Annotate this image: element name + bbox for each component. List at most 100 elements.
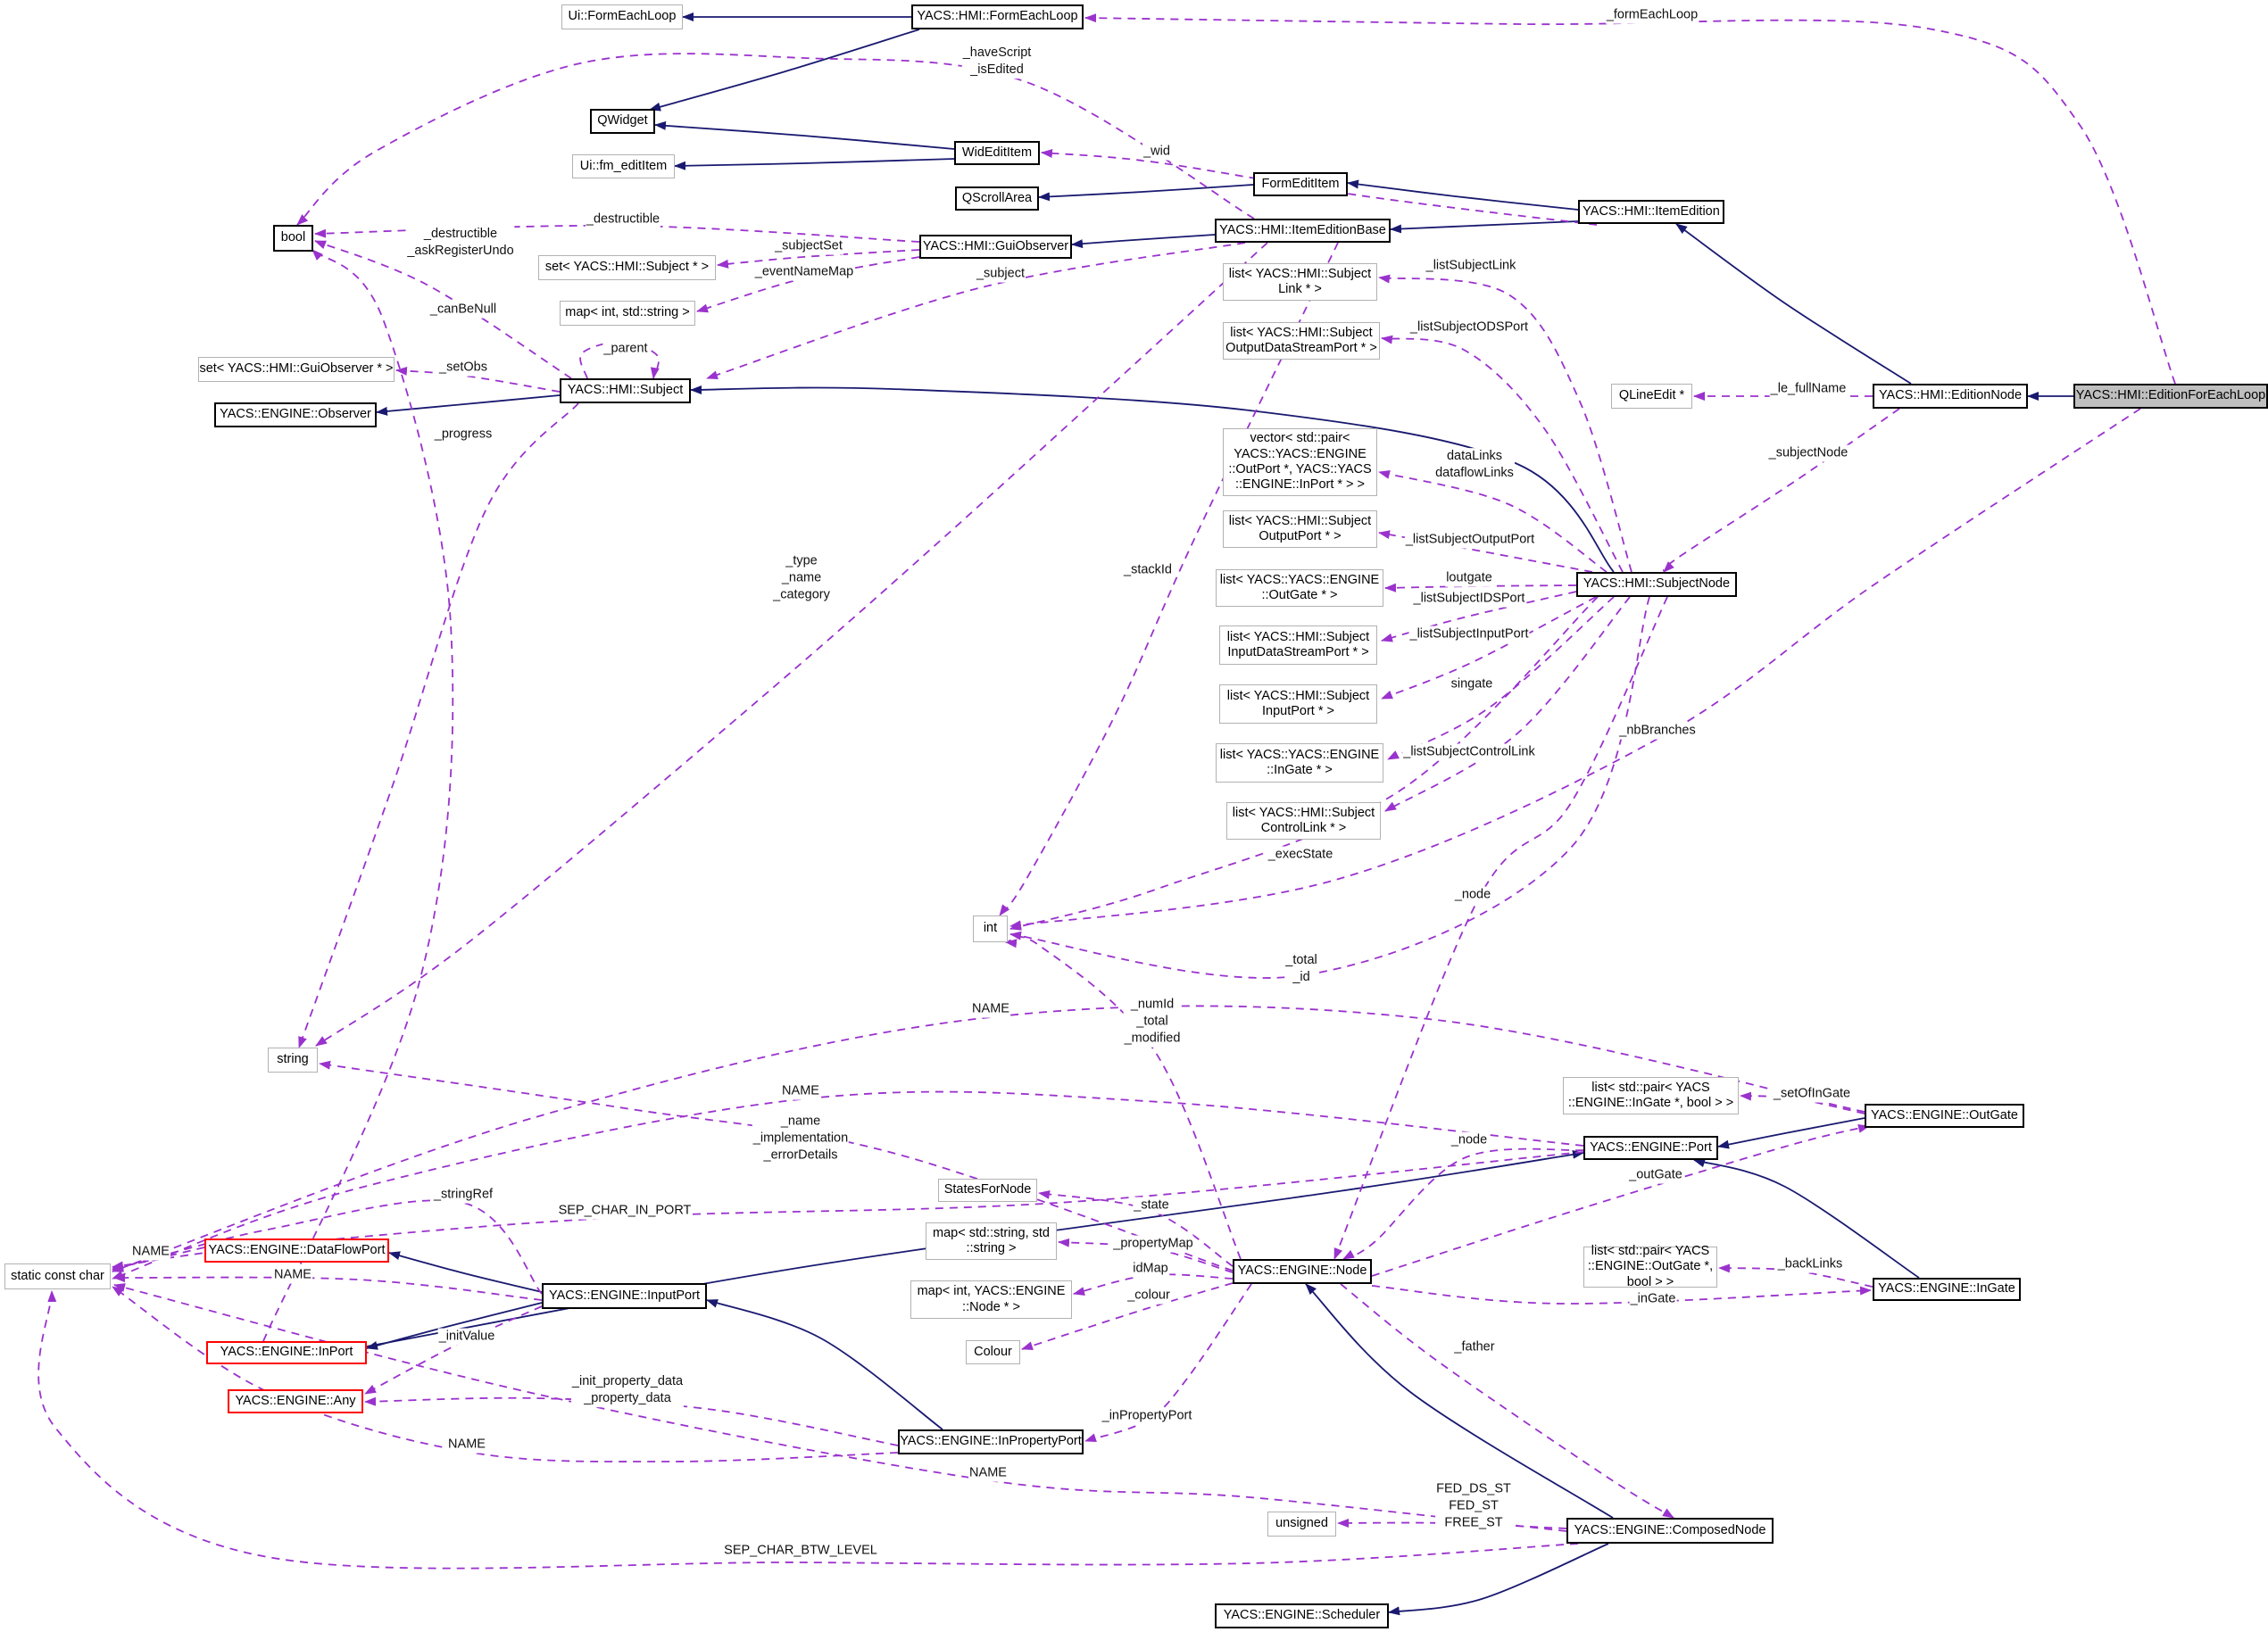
edge-subjectnode-to-list_subjectodsport: [1381, 335, 1624, 573]
edge-itemeditionbase-to-string_box: [315, 242, 1268, 1047]
edge-composednode-to-scheduler: [1388, 1543, 1609, 1616]
edge-ingate-to-list_pair_outgate: [1718, 1263, 1873, 1288]
edge-label-backlinks: _backLinks: [1776, 1255, 1844, 1273]
class-box-string_box: string: [268, 1048, 318, 1073]
class-box-set_subject: set< YACS::HMI::Subject * >: [538, 255, 716, 280]
class-box-ingate[interactable]: YACS::ENGINE::InGate: [1873, 1278, 2021, 1301]
edge-label-havescript-isedited: _haveScript _isEdited: [961, 45, 1033, 79]
edge-label-listsubjectoutputport: _listSubjectOutputPort: [1404, 531, 1536, 549]
class-box-bool[interactable]: bool: [273, 225, 313, 252]
edge-label-name: NAME: [131, 1243, 170, 1261]
edge-inpropertyport-to-static_const_char: [112, 1286, 899, 1462]
class-box-qscrollarea[interactable]: QScrollArea: [955, 186, 1039, 211]
class-box-widedititem[interactable]: WidEditItem: [954, 141, 1040, 165]
edge-label-ingate: _inGate: [1629, 1290, 1677, 1308]
class-box-observer[interactable]: YACS::ENGINE::Observer: [214, 402, 377, 427]
edge-subject-to-bool: [314, 240, 572, 379]
class-box-editionforeachloop: YACS::HMI::EditionForEachLoop: [2073, 384, 2268, 409]
edge-node-to-string_box: [319, 1060, 1234, 1272]
edge-composednode-to-static_const_char: [37, 1290, 1579, 1570]
edge-node-to-statesfornode: [1038, 1189, 1234, 1267]
class-box-colour: Colour: [966, 1340, 1020, 1364]
edge-label-inpropertyport: _inPropertyPort: [1101, 1407, 1193, 1425]
class-box-inpropertyport[interactable]: YACS::ENGINE::InPropertyPort: [898, 1429, 1084, 1454]
class-box-editionnode[interactable]: YACS::HMI::EditionNode: [1873, 384, 2028, 409]
class-box-itemedition[interactable]: YACS::HMI::ItemEdition: [1578, 200, 1724, 224]
class-box-hmi_formeachloop[interactable]: YACS::HMI::FormEachLoop: [911, 4, 1084, 29]
edge-label-listsubjectinputport: _listSubjectInputPort: [1408, 625, 1530, 643]
class-box-guiobserver[interactable]: YACS::HMI::GuiObserver: [919, 235, 1072, 259]
edge-label-wid: _wid: [1142, 143, 1171, 161]
edge-node-to-map_string_string: [1058, 1238, 1234, 1273]
edge-node-to-inpropertyport: [1084, 1283, 1252, 1442]
class-box-inputport[interactable]: YACS::ENGINE::InputPort: [542, 1283, 707, 1309]
edge-node-to-colour: [1021, 1282, 1234, 1351]
edge-guiobserver-to-bool: [314, 224, 920, 243]
class-box-subject[interactable]: YACS::HMI::Subject: [560, 378, 691, 403]
edge-label-setofingate: _setOfInGate: [1772, 1085, 1852, 1103]
edge-node-to-int_box: [1005, 935, 1242, 1260]
edge-label-subjectset: _subjectSet: [774, 237, 843, 255]
edge-itemeditionbase-to-int_box: [999, 242, 1339, 916]
edge-label-parent: _parent: [602, 340, 649, 358]
edge-label-loutgate: loutgate: [1445, 569, 1493, 587]
edge-subjectnode-to-list_ingate: [1387, 596, 1615, 760]
edge-label-colour: _colour: [1126, 1287, 1171, 1305]
class-box-qwidget[interactable]: QWidget: [590, 109, 655, 134]
edge-label-fed-ds-st-fed-st-free-st: FED_DS_ST FED_ST FREE_ST: [1435, 1480, 1512, 1532]
class-box-scheduler[interactable]: YACS::ENGINE::Scheduler: [1215, 1603, 1389, 1628]
edge-inputport-to-dataflowport: [388, 1251, 543, 1293]
edge-label-singate: singate: [1450, 675, 1494, 693]
edge-inputport-to-static_const_char: [112, 1199, 543, 1295]
edge-label-init-property-data-property-data: _init_property_data _property_data: [570, 1373, 685, 1407]
edge-label-listsubjectodsport: _listSubjectODSPort: [1408, 319, 1530, 336]
edge-subjectnode-to-list_subjectinputport: [1381, 596, 1597, 700]
edge-label-state: _state: [1133, 1197, 1170, 1214]
edge-inputport-to-any: [364, 1305, 543, 1395]
edge-subject-to-set_guiobserver: [395, 366, 561, 393]
edge-dataflowport-to-static_const_char: [112, 1247, 205, 1272]
edge-itemeditionbase-to-subject: [706, 242, 1246, 379]
class-box-any[interactable]: YACS::ENGINE::Any: [228, 1389, 363, 1413]
edge-editionforeachloop-to-hmi_formeachloop: [1084, 13, 2176, 385]
class-box-list_subjectinputport: list< YACS::HMI::Subject InputPort * >: [1219, 684, 1377, 724]
edge-label-outgate: _outGate: [1628, 1166, 1683, 1184]
class-box-outgate[interactable]: YACS::ENGINE::OutGate: [1865, 1104, 2024, 1128]
edge-editionnode-to-subjectnode: [1662, 408, 1900, 573]
edge-label-datalinks-dataflowlinks: dataLinks dataflowLinks: [1434, 448, 1515, 482]
edge-label-node: _node: [1450, 1131, 1489, 1149]
class-box-ui_fm_edititem: Ui::fm_editItem: [572, 154, 675, 178]
edge-node-to-map_int_node: [1073, 1273, 1234, 1296]
class-box-formedititem[interactable]: FormEditItem: [1253, 172, 1348, 196]
edge-composednode-to-node: [1305, 1283, 1614, 1519]
edge-label-father: _father: [1453, 1338, 1496, 1356]
edge-label-le-fullname: _le_fullName: [1769, 380, 1848, 398]
class-box-subjectnode[interactable]: YACS::HMI::SubjectNode: [1576, 572, 1737, 597]
edge-label-sep-char-in-port: SEP_CHAR_IN_PORT: [557, 1202, 693, 1220]
edge-inport-to-bool: [262, 249, 454, 1342]
edge-subjectnode-to-subject: [690, 385, 1615, 573]
edge-inpropertyport-to-inputport: [706, 1299, 943, 1430]
class-box-ui_formeachloop: Ui::FormEachLoop: [561, 4, 683, 29]
edge-label-name: NAME: [781, 1082, 820, 1100]
edge-subjectnode-to-vector_pair: [1378, 470, 1608, 573]
class-box-port[interactable]: YACS::ENGINE::Port: [1583, 1136, 1718, 1160]
edge-subjectnode-to-int_box: [1009, 596, 1650, 979]
edge-subjectnode-to-list_subjectlink: [1378, 274, 1632, 573]
edge-label-nbbranches: _nbBranches: [1618, 722, 1697, 740]
edge-label-eventnamemap: _eventNameMap: [753, 263, 855, 281]
class-box-list_outgate: list< YACS::YACS::ENGINE ::OutGate * >: [1216, 569, 1383, 607]
class-box-inport[interactable]: YACS::ENGINE::InPort: [206, 1341, 367, 1364]
class-box-map_int_string: map< int, std::string >: [560, 301, 695, 326]
edge-outgate-to-static_const_char: [112, 1005, 1865, 1272]
class-box-dataflowport[interactable]: YACS::ENGINE::DataFlowPort: [204, 1238, 389, 1263]
edge-editionforeachloop-to-int_box: [1009, 408, 2141, 930]
class-box-node[interactable]: YACS::ENGINE::Node: [1233, 1259, 1372, 1284]
edge-port-to-node: [1342, 1147, 1584, 1260]
class-box-itemeditionbase[interactable]: YACS::HMI::ItemEditionBase: [1215, 219, 1391, 243]
class-box-vector_pair: vector< std::pair< YACS::YACS::ENGINE ::…: [1223, 428, 1377, 496]
class-box-composednode[interactable]: YACS::ENGINE::ComposedNode: [1566, 1518, 1774, 1544]
edge-label-name-implementation-errordetails: _name _implementation _errorDetails: [752, 1113, 850, 1164]
edge-label-listsubjectidsport: _listSubjectIDSPort: [1412, 590, 1526, 608]
